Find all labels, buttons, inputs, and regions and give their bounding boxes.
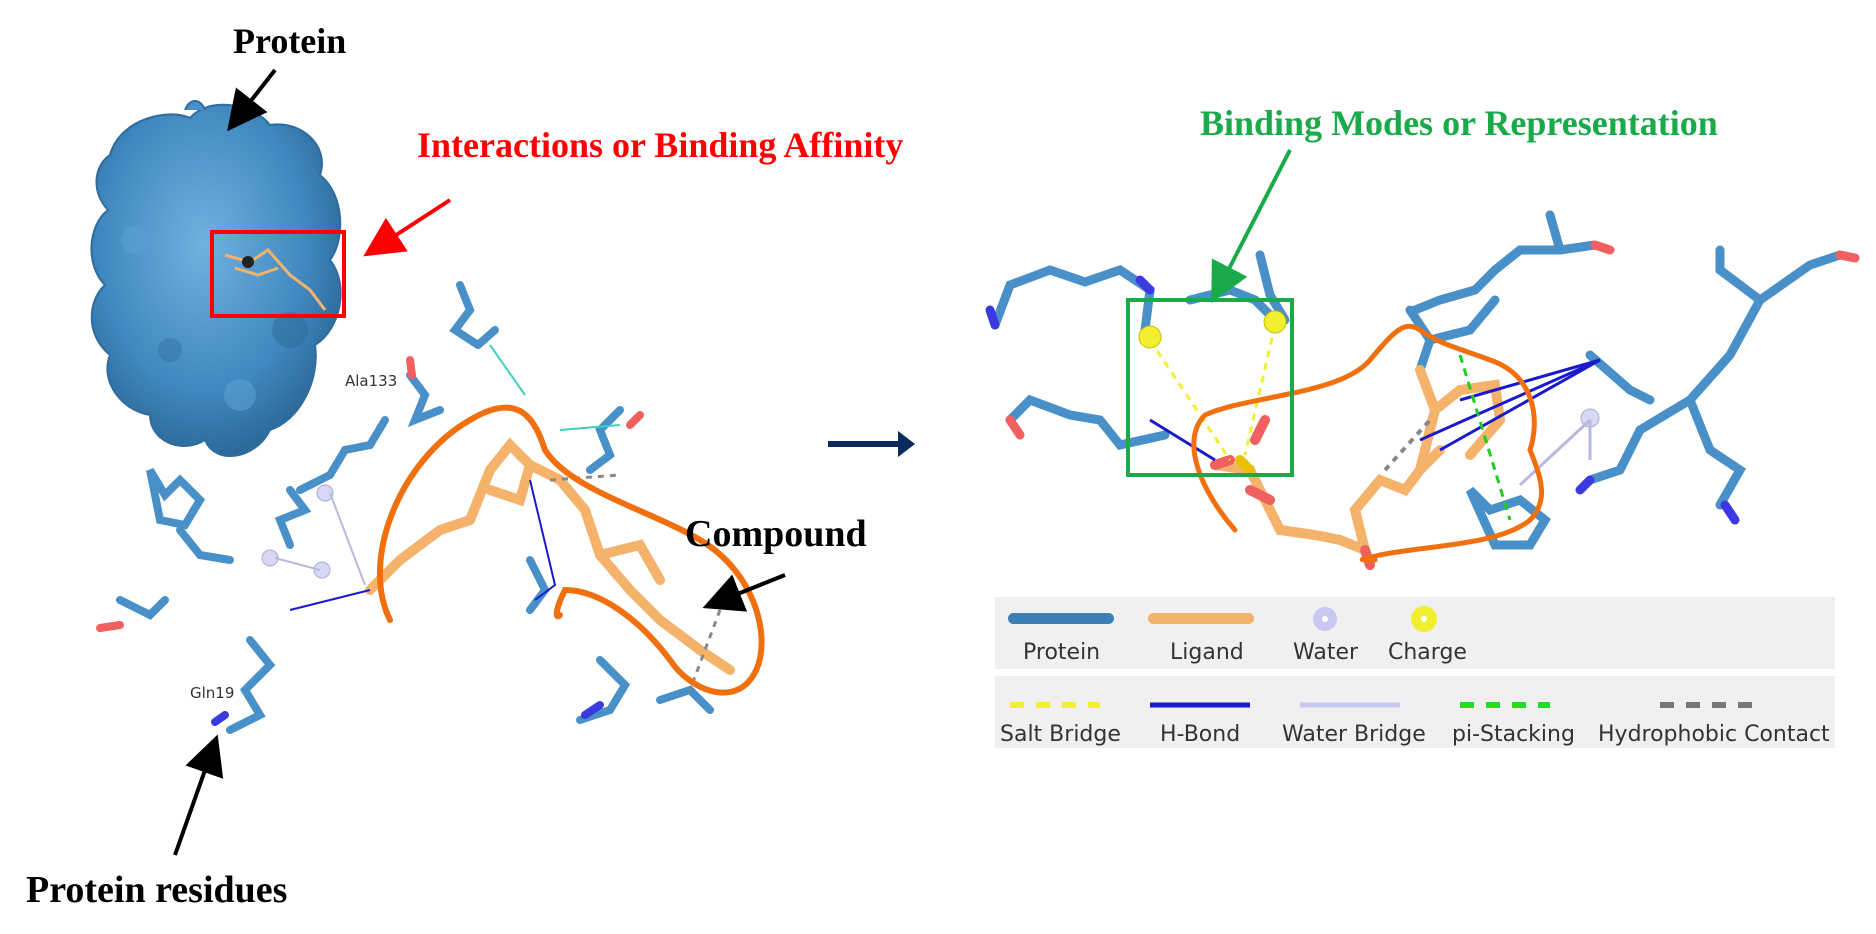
compound-pointer-arrow [702,573,786,612]
residue-ala133-label: Ala133 [345,372,398,390]
left-ligand-outline [377,404,765,696]
transition-arrow [828,431,915,457]
protein-label: Protein [233,21,347,61]
binding-mode-pointer-arrow [1211,149,1292,304]
legend-salt-bridge-label: Salt Bridge [1000,722,1121,747]
residue-gln19-label: Gln19 [190,684,235,702]
legend-water-label: Water [1293,640,1359,665]
left-ligand-sticks [365,437,735,675]
left-water-spheres [261,484,334,579]
interactions-label: Interactions or Binding Affinity [417,125,904,165]
compound-label: Compound [685,513,867,555]
legend-h-bond-label: H-Bond [1160,722,1241,747]
protein-surface [90,100,342,457]
legend-protein-label: Protein [1023,640,1101,665]
binding-modes-label: Binding Modes or Representation [1200,103,1718,143]
legend-pi-stacking-label: pi-Stacking [1452,722,1575,747]
right-residue-sticks [990,210,1845,550]
right-ligand-heteroatoms [1210,415,1375,570]
protein-pointer-arrow [227,68,277,132]
protein-residues-label: Protein residues [26,869,288,911]
right-ligand-sticks [1210,365,1506,555]
residues-pointer-arrow [173,734,224,856]
left-heteroatoms [96,356,644,726]
left-residue-sticks [116,281,714,734]
binding-site-box [210,230,346,318]
legend-hydrophobic-label: Hydrophobic Contact [1598,722,1830,747]
interaction-pointer-arrow [363,198,452,257]
right-ligand-outline [1191,323,1545,563]
right-interaction-lines [1148,324,1601,521]
legend-row1-icons [1008,606,1437,632]
left-interaction-lines [274,344,722,691]
binding-mode-box [1126,298,1294,477]
legend-water-bridge-label: Water Bridge [1282,722,1426,747]
legend-charge-label: Charge [1388,640,1467,665]
right-charge-spheres [1138,310,1287,349]
legend-ligand-label: Ligand [1170,640,1244,665]
